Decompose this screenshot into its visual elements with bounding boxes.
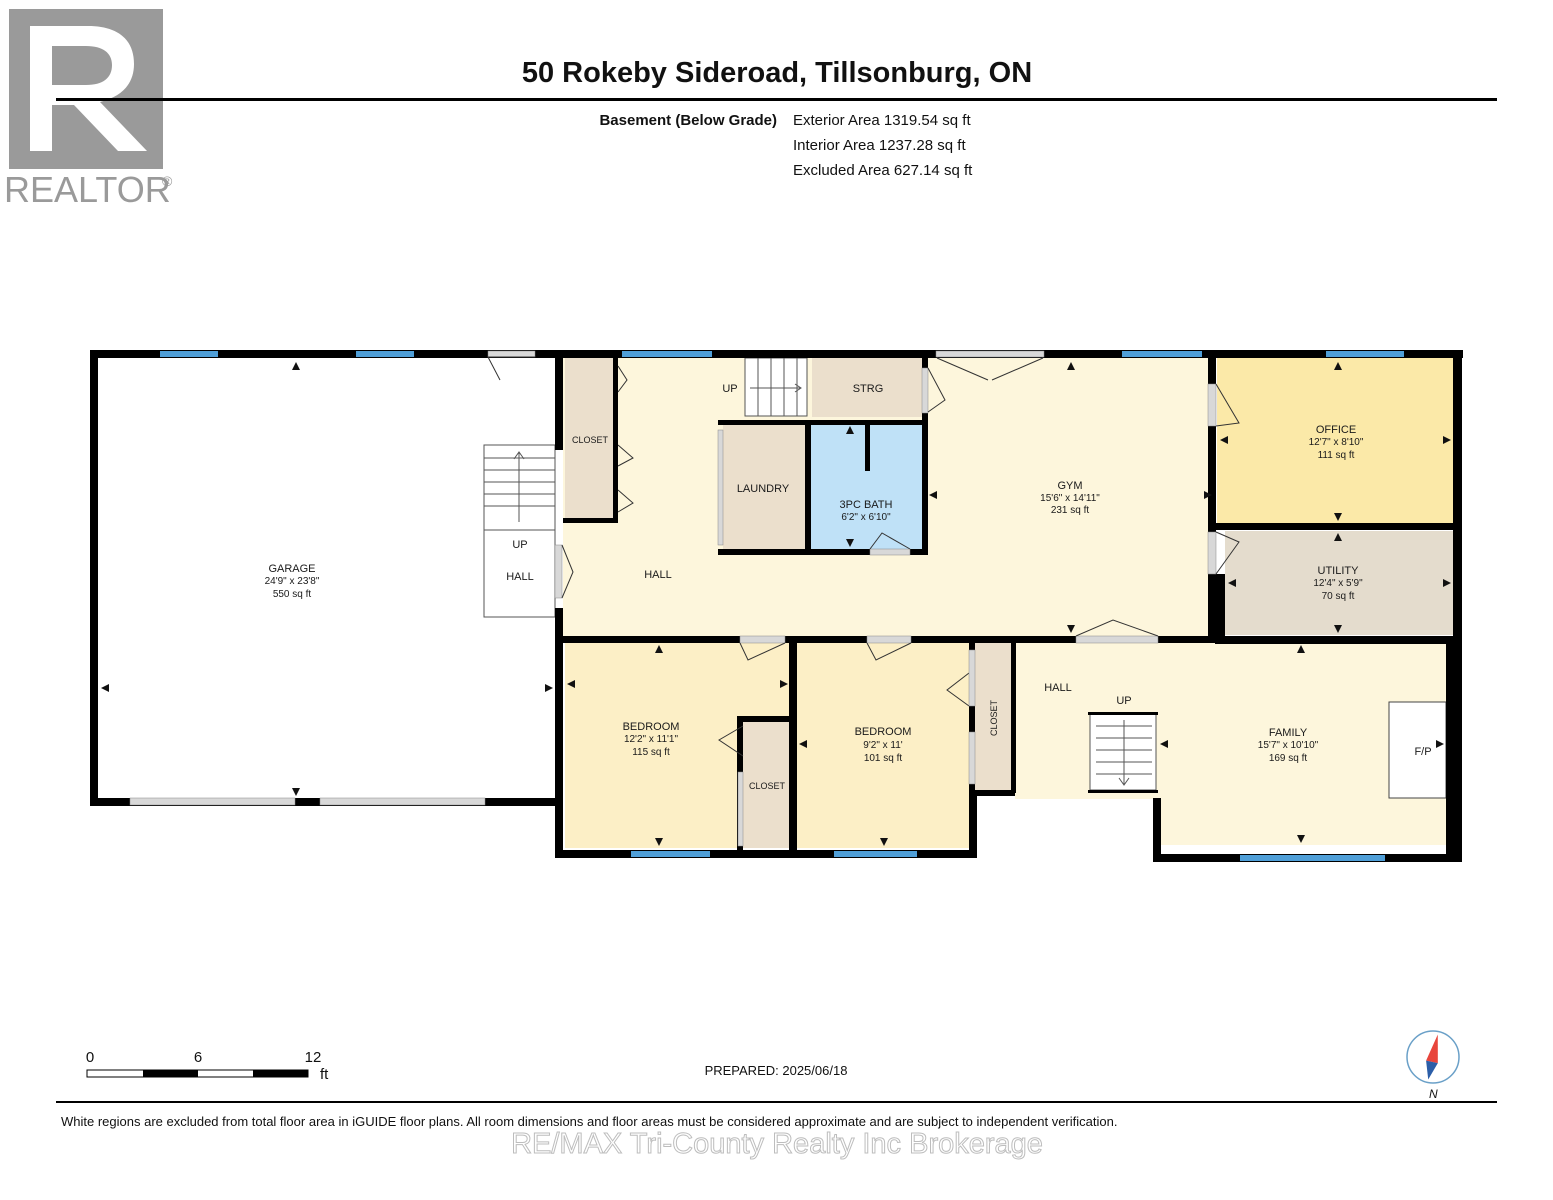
bedroom2-dims: 9'2" x 11'	[863, 740, 903, 751]
office-area: 111 sq ft	[1318, 450, 1355, 461]
closet-bed1-fill	[743, 722, 789, 848]
doors	[129, 350, 1240, 847]
bedroom1-area: 115 sq ft	[632, 747, 670, 758]
laundry-fill	[723, 425, 805, 549]
strg-label: STRG	[853, 383, 884, 395]
bedroom1-label: BEDROOM	[623, 721, 680, 733]
interior-area: Interior Area 1237.28 sq ft	[793, 137, 966, 154]
bedroom1-dims: 12'2" x 11'1"	[624, 734, 679, 745]
prepared-date: PREPARED: 2025/06/18	[705, 1063, 848, 1078]
scale-label-6: 6	[194, 1049, 202, 1066]
room-office: OFFICE 12'7" x 8'10" 111 sq ft	[1309, 424, 1364, 461]
room-gym: GYM 15'6" x 14'11" 231 sq ft	[1040, 480, 1100, 516]
page-title: 50 Rokeby Sideroad, Tillsonburg, ON	[522, 57, 1032, 89]
room-family: FAMILY 15'7" x 10'10" 169 sq ft F/P	[1258, 727, 1432, 764]
closet-bed2-fill	[975, 643, 1011, 792]
dimension-markers	[101, 362, 1451, 846]
room-fills	[563, 358, 1453, 848]
fireplace-label: F/P	[1414, 746, 1431, 758]
utility-dims: 12'4" x 5'9"	[1313, 578, 1363, 589]
garage-area: 550 sq ft	[273, 589, 312, 600]
bath-label: 3PC BATH	[840, 499, 893, 511]
bedroom1-closet-label: CLOSET	[749, 781, 786, 791]
utility-label: UTILITY	[1318, 565, 1360, 577]
bedroom2-label: BEDROOM	[855, 726, 912, 738]
stairs-left	[483, 444, 556, 618]
bedroom2-fill	[797, 643, 969, 848]
family-label: FAMILY	[1269, 727, 1308, 739]
scale-unit: ft	[320, 1066, 329, 1083]
exterior-area: Exterior Area 1319.54 sq ft	[793, 112, 971, 129]
fireplace	[1388, 701, 1447, 799]
hall-left-label: HALL	[506, 571, 534, 583]
family-area: 169 sq ft	[1269, 753, 1308, 764]
compass-label: N	[1429, 1087, 1438, 1101]
excluded-area: Excluded Area 627.14 sq ft	[793, 162, 973, 179]
room-bedroom1: BEDROOM 12'2" x 11'1" 115 sq ft CLOSET	[623, 721, 786, 791]
registered-mark: ®	[162, 173, 173, 189]
bedroom2-area: 101 sq ft	[864, 753, 903, 764]
office-dims: 12'7" x 8'10"	[1309, 437, 1364, 448]
realtor-logo: REALTOR ®	[4, 9, 173, 210]
hall-right-label: HALL	[1044, 682, 1072, 694]
gym-dims: 15'6" x 14'11"	[1040, 493, 1100, 504]
hall-left-up-label: UP	[512, 539, 527, 551]
office-label: OFFICE	[1316, 424, 1356, 436]
bath-dims: 6'2" x 6'10"	[841, 512, 891, 523]
room-bath: 3PC BATH 6'2" x 6'10"	[840, 499, 893, 523]
room-bedroom2: BEDROOM 9'2" x 11' 101 sq ft CLOSET	[855, 699, 999, 764]
utility-area: 70 sq ft	[1322, 591, 1355, 602]
office-fill	[1217, 358, 1453, 524]
hall-right-up-label: UP	[1116, 695, 1131, 707]
footer-disclaimer: White regions are excluded from total fl…	[61, 1114, 1117, 1129]
realtor-logo-text: REALTOR	[4, 169, 171, 210]
windows	[160, 351, 1404, 861]
scale-bar: 0 6 12 ft	[86, 1049, 329, 1083]
stairs-up-label: UP	[722, 383, 737, 395]
utility-fill	[1225, 531, 1453, 635]
stairs-right	[1089, 713, 1157, 791]
floor-label: Basement (Below Grade)	[599, 112, 777, 129]
closet-hall-label: CLOSET	[572, 435, 609, 445]
stairs-top	[744, 357, 808, 417]
footer-divider	[56, 1101, 1497, 1103]
scale-label-12: 12	[305, 1049, 322, 1066]
compass-icon: N	[1406, 1030, 1460, 1101]
scale-label-0: 0	[86, 1049, 94, 1066]
bedroom2-closet-label: CLOSET	[989, 699, 999, 736]
room-garage: GARAGE 24'9" x 23'8" 550 sq ft	[265, 563, 320, 600]
laundry-label: LAUNDRY	[737, 483, 790, 495]
room-utility: UTILITY 12'4" x 5'9" 70 sq ft	[1313, 565, 1363, 602]
garage-dims: 24'9" x 23'8"	[265, 576, 320, 587]
hall-main-label: HALL	[644, 569, 672, 581]
closet-hall-fill	[565, 358, 616, 520]
gym-label: GYM	[1057, 480, 1082, 492]
family-dims: 15'7" x 10'10"	[1258, 740, 1319, 751]
watermark: RE/MAX Tri-County Realty Inc Brokerage	[511, 1128, 1043, 1160]
header-divider	[56, 98, 1497, 101]
gym-area: 231 sq ft	[1051, 505, 1090, 516]
garage-label: GARAGE	[268, 563, 315, 575]
strg-fill	[812, 358, 922, 417]
